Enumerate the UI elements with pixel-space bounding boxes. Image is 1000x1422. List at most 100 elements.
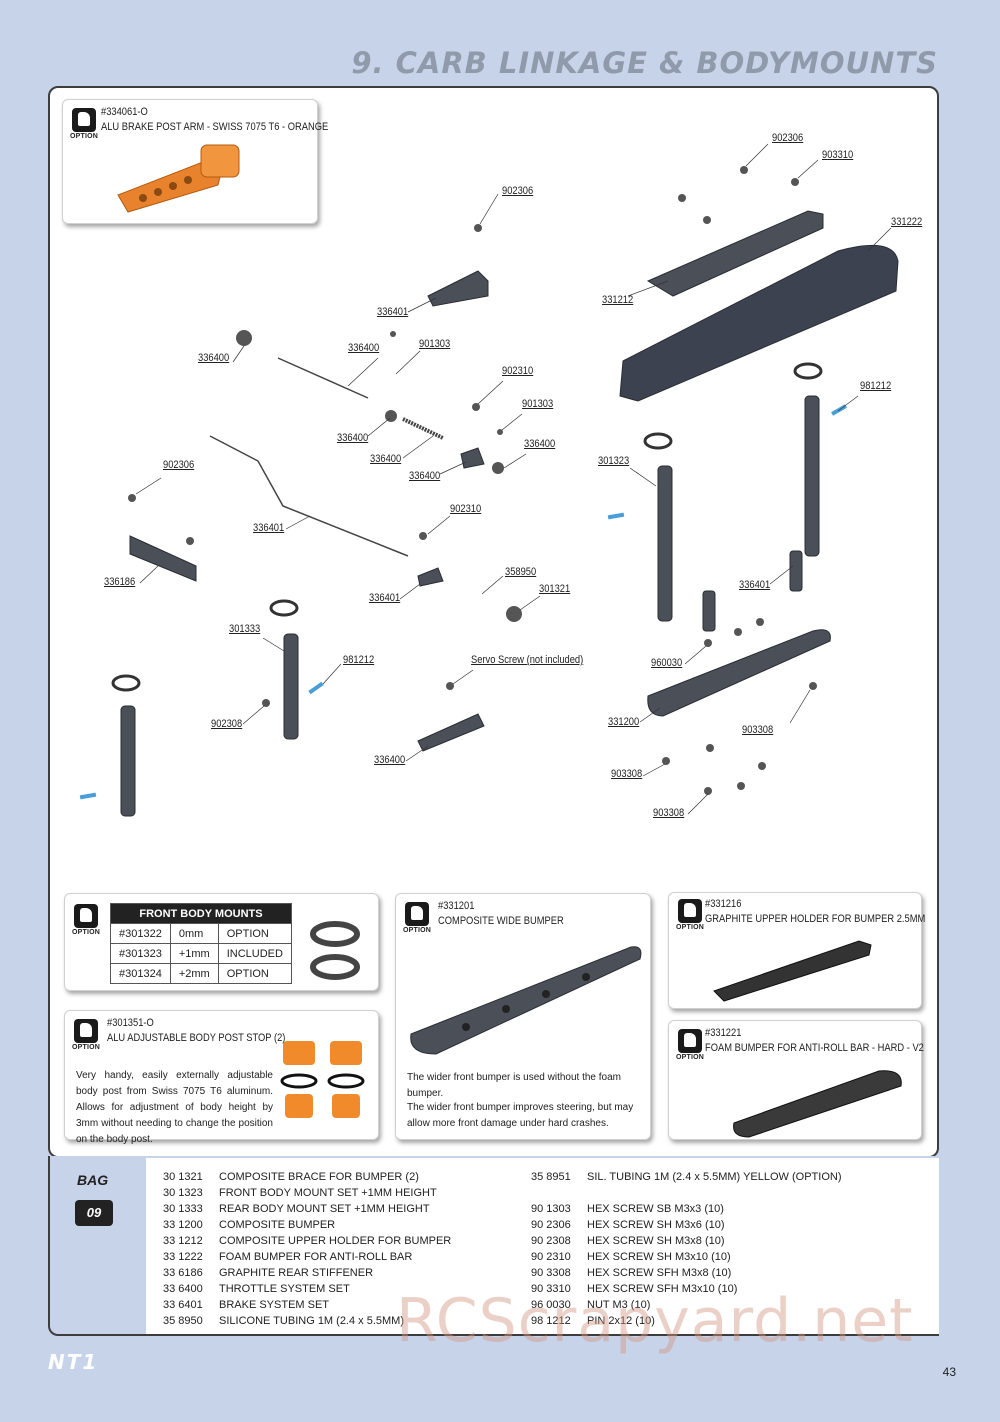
ball-part	[390, 331, 396, 337]
part-callout: 336400	[524, 438, 556, 450]
option-title: #334061-O ALU BRAKE POST ARM - SWISS 707…	[101, 106, 329, 133]
arm-part	[417, 567, 444, 587]
screw-part	[678, 194, 686, 202]
linkage-rod	[209, 435, 409, 557]
part-callout: 903310	[822, 149, 854, 161]
graphite-holder-image	[713, 940, 872, 1002]
screw-part	[791, 178, 799, 186]
part-callout: 902310	[450, 503, 482, 515]
part-description: HEX SCREW SH M3x6 (10)	[587, 1219, 725, 1231]
part-callout: 336401	[253, 522, 285, 534]
callout-leader	[479, 193, 499, 225]
part-code: 90 2308	[531, 1235, 571, 1247]
rear-body-post	[120, 705, 136, 817]
page-title: 9. CARB LINKAGE & BODYMOUNTS	[351, 46, 938, 80]
callout-leader	[367, 417, 391, 437]
part-description: NUT M3 (10)	[587, 1299, 651, 1311]
spring-part	[402, 417, 444, 440]
screw-part	[706, 744, 714, 752]
rear-stiffener-part	[129, 535, 197, 582]
callout-leader	[242, 705, 265, 725]
part-callout: 902306	[772, 132, 804, 144]
part-code: 33 6400	[163, 1283, 203, 1295]
screw-part	[186, 537, 194, 545]
part-code: 35 8951	[531, 1171, 571, 1183]
front-body-post	[804, 395, 820, 557]
part-callout: 901303	[419, 338, 451, 350]
part-code	[531, 1185, 587, 1201]
part-callout: 903308	[653, 807, 685, 819]
part-callout: 358950	[505, 566, 537, 578]
part-code: 30 1321	[163, 1171, 203, 1183]
upper-holder-part	[646, 210, 824, 297]
callout-leader	[503, 453, 527, 469]
option-title: #331216 GRAPHITE UPPER HOLDER FOR BUMPER…	[705, 898, 926, 925]
part-code: 90 3308	[531, 1267, 571, 1279]
part-description: HEX SCREW SFH M3x10 (10)	[587, 1283, 738, 1295]
part-code: 33 1212	[163, 1235, 203, 1247]
part-code: 35 8950	[163, 1315, 203, 1327]
brake-arm-part	[427, 270, 489, 307]
part-description: BRAKE SYSTEM SET	[219, 1299, 330, 1311]
ball-part	[492, 462, 504, 474]
callout-leader	[427, 515, 451, 535]
part-callout: 903308	[742, 724, 774, 736]
front-body-post	[657, 465, 673, 622]
callout-leader	[139, 565, 159, 584]
part-callout: 902306	[163, 459, 195, 471]
option-title: #301351-O ALU ADJUSTABLE BODY POST STOP …	[107, 1017, 286, 1044]
part-callout: 903308	[611, 768, 643, 780]
brace-part	[702, 590, 716, 632]
part-callout: 336401	[377, 306, 409, 318]
nut-part	[704, 639, 712, 647]
callout-leader	[477, 380, 504, 405]
body-post-stop	[269, 599, 299, 617]
part-description: HEX SCREW SH M3x10 (10)	[587, 1251, 731, 1263]
screw-part	[472, 403, 480, 411]
foam-bumper-image	[733, 1070, 902, 1138]
parts-row: 90 2310 HEX SCREW SH M3x10 (10)	[531, 1249, 841, 1265]
arm-part	[460, 447, 485, 469]
part-callout: 902310	[502, 365, 534, 377]
part-callout: 336400	[198, 352, 230, 364]
part-description: GRAPHITE REAR STIFFENER	[219, 1267, 374, 1279]
option-thumb-icon: OPTION	[72, 1019, 100, 1051]
part-callout: 336400	[348, 342, 380, 354]
wide-bumper-image	[410, 946, 642, 1055]
screw-part	[419, 532, 427, 540]
mount-stops-image	[310, 921, 360, 980]
callout-leader	[684, 645, 707, 665]
option-box-wide-bumper: OPTION #331201 COMPOSITE WIDE BUMPER The…	[395, 893, 651, 1140]
part-description: HEX SCREW SH M3x8 (10)	[587, 1235, 725, 1247]
parts-row: 33 1212 COMPOSITE UPPER HOLDER FOR BUMPER	[163, 1233, 451, 1249]
part-code: 90 2310	[531, 1251, 571, 1263]
foam-bumper-part	[619, 244, 899, 402]
callout-leader	[837, 395, 859, 412]
callout-leader	[769, 565, 794, 585]
part-description: COMPOSITE UPPER HOLDER FOR BUMPER	[219, 1235, 452, 1247]
option-description: The wider front bumper improves steering…	[407, 1102, 634, 1129]
screw-part	[703, 216, 711, 224]
callout-leader	[405, 745, 429, 762]
option-title: #331221 FOAM BUMPER FOR ANTI-ROLL BAR - …	[705, 1027, 924, 1054]
part-code: 90 1303	[531, 1203, 571, 1215]
callout-leader	[135, 477, 162, 495]
ball-part	[497, 429, 503, 435]
option-description: Very handy, easily externally adjustable…	[76, 1070, 273, 1145]
option-thumb-icon: OPTION	[676, 899, 704, 931]
bag-label: BAG	[77, 1172, 109, 1188]
part-callout: 336401	[369, 592, 401, 604]
callout-leader	[642, 763, 666, 777]
